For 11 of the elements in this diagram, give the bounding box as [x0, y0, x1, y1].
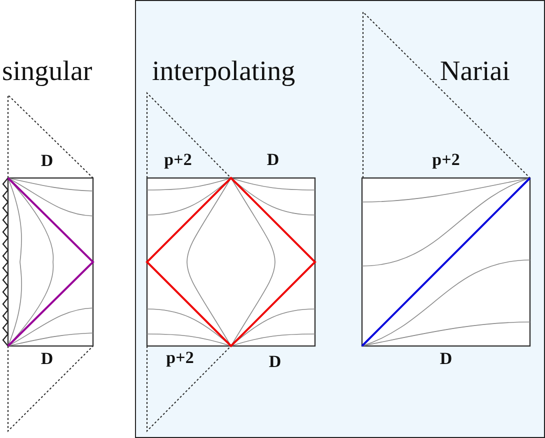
boundary-label: D — [440, 350, 452, 367]
panel-title: singular — [2, 58, 92, 86]
boundary-label: D — [40, 152, 54, 169]
panel-title: Nariai — [440, 58, 510, 86]
panel-title: interpolating — [152, 58, 296, 86]
boundary-label: D — [40, 350, 54, 367]
boundary-label: p+2 — [166, 349, 194, 366]
boundary-label: D — [268, 353, 282, 370]
boundary-label: p+2 — [432, 151, 460, 168]
boundary-label: p+2 — [164, 151, 192, 168]
boundary-label: D — [266, 151, 280, 168]
